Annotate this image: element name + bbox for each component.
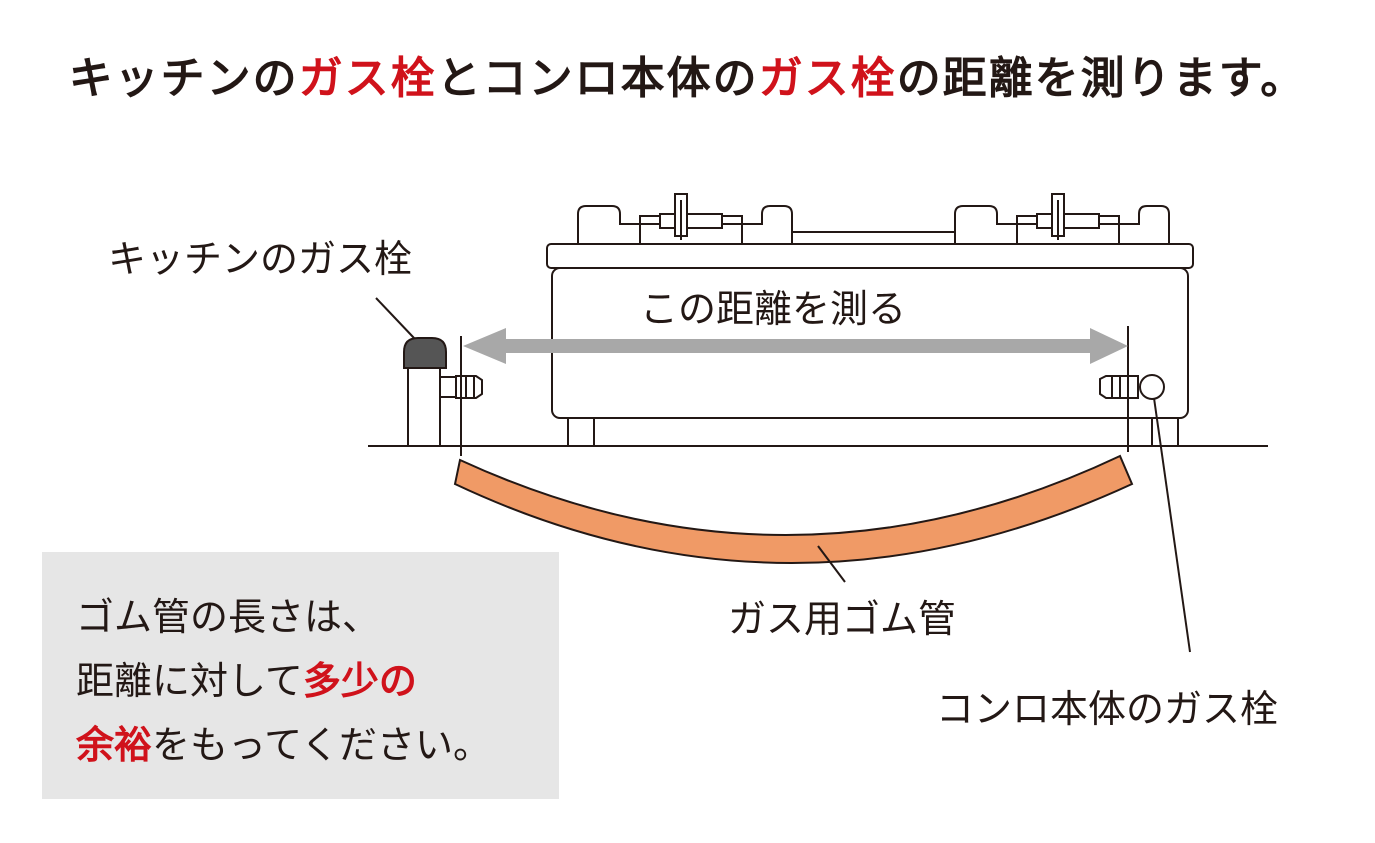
- note-line-1: ゴム管の長さは、: [76, 586, 380, 641]
- measure-guide-lines: [460, 326, 1129, 456]
- stove-gas-valve-icon: [1099, 374, 1165, 400]
- title-emphasis-1: ガス栓: [298, 53, 437, 104]
- burner-left: [639, 193, 743, 245]
- title-part-1: キッチンの: [68, 53, 299, 104]
- note-line-3: 余裕をもってください。: [76, 714, 491, 769]
- hose-leader: [817, 545, 846, 583]
- measure-label: この距離を測る: [640, 287, 907, 331]
- note-line-2-text: 距離に対して: [76, 659, 303, 703]
- note-line-3-text: をもってください。: [152, 723, 491, 767]
- stove-valve-label: コンロ本体のガス栓: [936, 687, 1279, 731]
- note-emphasis-1: 多少の: [302, 659, 417, 703]
- title-part-5: の距離を測ります。: [896, 53, 1307, 104]
- burner-right: [1016, 193, 1120, 245]
- measure-arrow: [463, 328, 1128, 364]
- note-box: [42, 552, 559, 799]
- note-line-2: 距離に対して多少の: [76, 650, 417, 705]
- title-part-3: とコンロ本体の: [436, 53, 759, 104]
- note-emphasis-2: 余裕: [76, 723, 153, 767]
- note-line-1-text: ゴム管の長さは、: [76, 595, 381, 639]
- kitchen-gas-valve-icon: [403, 337, 483, 447]
- hose-label: ガス用ゴム管: [728, 597, 957, 641]
- kitchen-valve-label: キッチンのガス栓: [108, 237, 413, 281]
- gas-hose: [453, 454, 1134, 564]
- page-title: キッチンのガス栓とコンロ本体のガス栓の距離を測ります。: [0, 42, 1375, 106]
- stove-valve-leader: [1153, 397, 1191, 653]
- title-emphasis-2: ガス栓: [758, 53, 897, 104]
- kitchen-valve-leader: [375, 297, 415, 339]
